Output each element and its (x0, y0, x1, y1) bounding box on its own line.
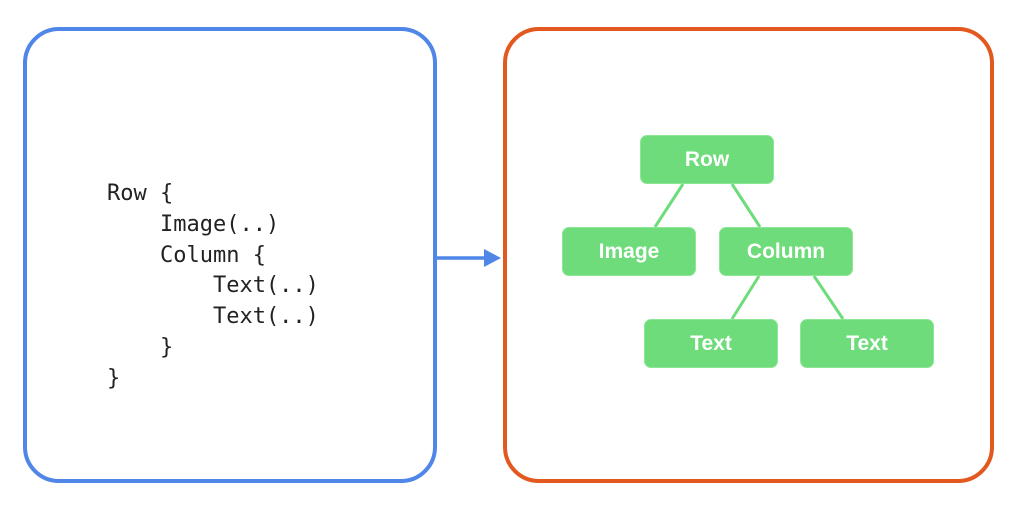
tree-node-image: Image (562, 227, 696, 276)
code-line-text-1: Text(..) (107, 273, 319, 299)
tree-node-text-2: Text (800, 319, 934, 368)
code-line-column-open: Column { (107, 242, 266, 268)
code-panel: Row { Image(..) Column { Text(..) Text(.… (23, 27, 437, 483)
code-line-text-2: Text(..) (107, 304, 319, 330)
arrow-head-icon (484, 249, 501, 267)
code-line-row-close: } (107, 365, 121, 391)
tree-node-column: Column (719, 227, 853, 276)
code-block: Row { Image(..) Column { Text(..) Text(.… (107, 179, 319, 395)
tree-node-row: Row (640, 135, 774, 184)
code-line-image: Image(..) (107, 211, 280, 237)
tree-node-text-1: Text (644, 319, 778, 368)
code-line-row-open: Row { (107, 181, 174, 206)
code-line-column-close: } (107, 334, 174, 360)
